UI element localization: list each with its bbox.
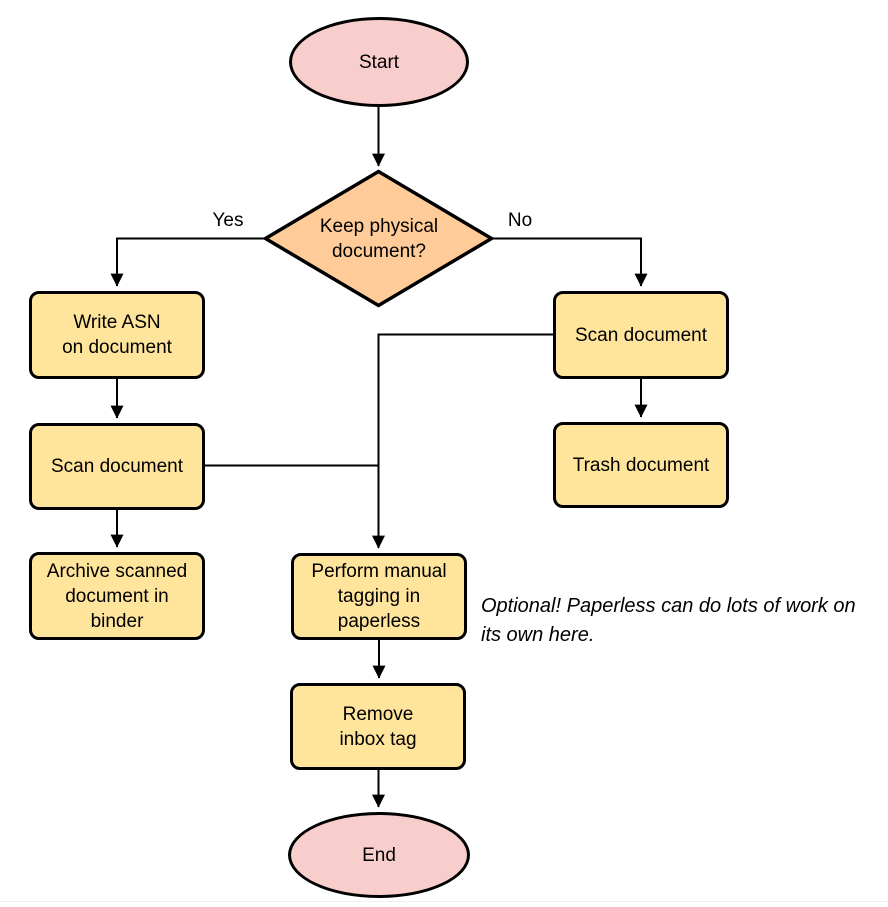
node-scan-document-right: Scan document (553, 291, 729, 379)
edge-decision-yes-to-write-asn (110, 237, 265, 287)
optional-annotation-text: Optional! Paperless can do lots of work … (481, 595, 856, 646)
node-trash-document: Trash document (553, 422, 729, 508)
node-scan-document-left: Scan document (29, 423, 205, 510)
node-write-asn: Write ASN on document (29, 291, 205, 379)
decision-diamond-shape (262, 169, 495, 308)
page-bottom-divider (0, 901, 888, 902)
node-start: Start (289, 17, 469, 107)
edge-label-no: No (507, 210, 533, 231)
node-remove-inbox-tag: Remove inbox tag (290, 683, 466, 770)
node-decision-keep-physical: Keep physical document? (319, 215, 439, 262)
node-perform-tagging: Perform manual tagging in paperless (291, 553, 467, 640)
edge-scan-right-to-perform-tagging (372, 333, 553, 549)
node-end: End (288, 812, 470, 898)
edge-label-yes: Yes (212, 210, 244, 231)
node-archive-binder: Archive scanned document in binder (29, 552, 205, 640)
edge-decision-no-to-scan-right (492, 237, 648, 287)
